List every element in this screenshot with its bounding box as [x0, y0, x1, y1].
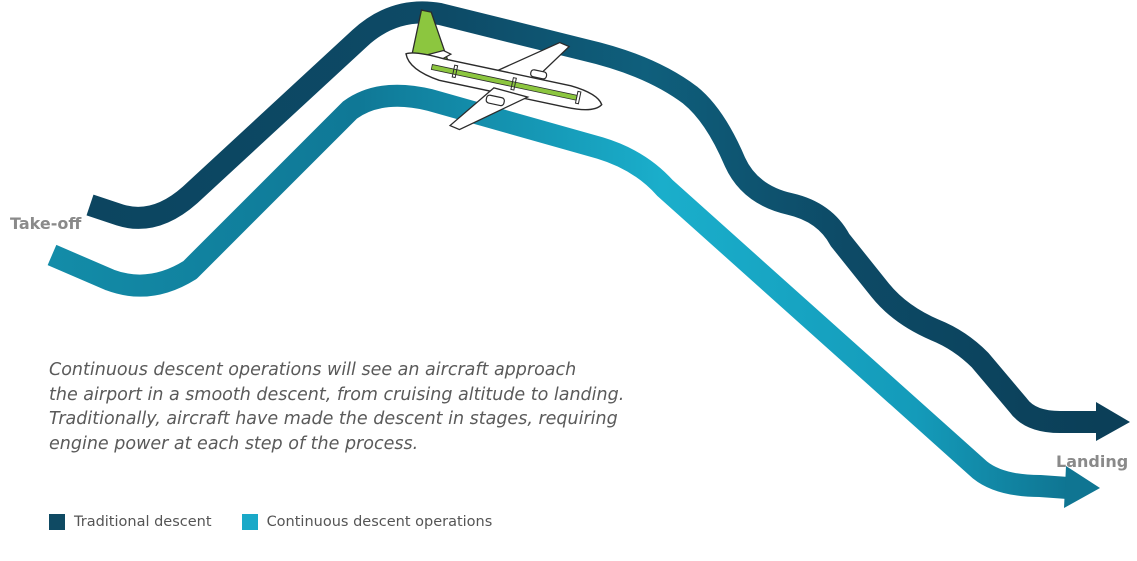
legend-item-traditional: Traditional descent [49, 514, 212, 530]
legend-item-continuous: Continuous descent operations [241, 514, 493, 530]
caption-line: engine power at each step of the process… [49, 433, 419, 454]
traditional-arrowhead [1096, 402, 1130, 441]
legend-swatch-continuous [241, 514, 258, 530]
traditional-descent-path [86, 1, 1100, 433]
continuous-arrowhead [1064, 466, 1100, 508]
continuous-descent-path [47, 84, 1069, 499]
legend-swatch-traditional [49, 514, 65, 530]
caption-line: Continuous descent operations will see a… [49, 360, 577, 380]
legend-label: Continuous descent operations [266, 514, 493, 530]
caption-line: the airport in a smooth descent, from cr… [49, 384, 625, 405]
aircraft-icon [405, 9, 603, 131]
legend: Traditional descent Continuous descent o… [49, 514, 522, 530]
landing-label: Landing [1056, 452, 1129, 471]
takeoff-label: Take-off [10, 214, 82, 233]
caption-text: Continuous descent operations will see a… [49, 358, 669, 456]
legend-label: Traditional descent [74, 514, 212, 530]
caption-line: Traditionally, aircraft have made the de… [49, 409, 618, 429]
